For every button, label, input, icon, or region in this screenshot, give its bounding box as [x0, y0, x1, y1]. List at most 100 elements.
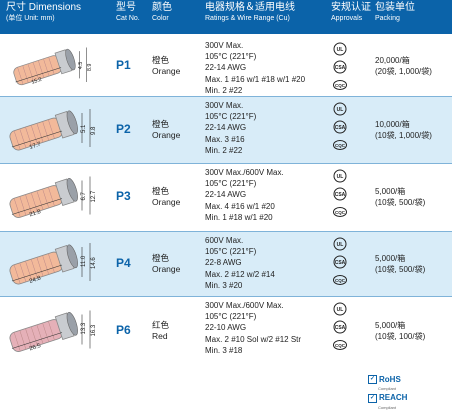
svg-text:UL: UL	[337, 242, 344, 248]
ratings-line: 300V Max.	[205, 101, 244, 110]
color-cn: 橙色	[152, 186, 170, 196]
ratings-line: Min. 1 #18 w/1 #20	[205, 212, 273, 222]
ratings-line: Max. 1 #16 w/1 #18 w/1 #20	[205, 74, 306, 84]
ratings-line: 300V Max.	[205, 41, 244, 50]
row-divider	[0, 231, 452, 232]
color-en: Orange	[152, 263, 181, 274]
dim-length: 24.8	[29, 275, 43, 285]
csa-mark-icon: CSA	[333, 60, 347, 74]
cqc-mark-icon: CQC	[333, 340, 347, 350]
svg-text:CSA: CSA	[335, 65, 346, 71]
cqc-mark-icon: CQC	[333, 140, 347, 150]
color-en: Orange	[152, 197, 181, 207]
dim-outer: 8.9	[87, 64, 93, 72]
ratings-line: 300V Max./600V Max.	[205, 301, 284, 310]
packing-line: (10袋, 1,000/袋)	[375, 130, 432, 140]
dim-outer: 14.6	[91, 257, 97, 269]
color-cn: 红色	[152, 320, 170, 330]
ratings-line: 22-8 AWG	[205, 258, 242, 268]
approvals-cell: UL CSA CQC	[333, 42, 349, 96]
ul-mark-icon: UL	[333, 102, 347, 116]
svg-text:UL: UL	[337, 47, 344, 53]
dim-inner: 13.3	[81, 322, 87, 334]
ratings-line: 105°C (221°F)	[205, 312, 257, 322]
header-color-en: Color	[152, 15, 169, 22]
ratings-line: Max. 2 #10 Sol w/2 #12 Str	[205, 334, 302, 344]
cat-number: P2	[116, 121, 131, 136]
csa-mark-icon: CSA	[333, 255, 347, 269]
check-icon: ✓	[368, 393, 377, 403]
packing-line: 5,000/箱	[375, 187, 406, 196]
svg-text:CSA: CSA	[335, 125, 346, 131]
ratings-cell: 300V Max./600V Max.105°C (221°F)22-14 AW…	[205, 167, 284, 223]
ratings-line: Min. 2 #22	[205, 85, 243, 95]
packing-line: 10,000/箱	[375, 119, 410, 129]
ul-mark-icon: UL	[333, 237, 347, 251]
ratings-line: 22-14 AWG	[205, 123, 247, 133]
ratings-line: Min. 3 #18	[205, 345, 243, 355]
dim-inner: 11.0	[81, 255, 87, 267]
cat-number: P6	[116, 323, 131, 337]
dim-inner: 5.1	[81, 124, 87, 133]
reach-label: REACH	[379, 393, 408, 403]
header-cat-en: Cat No.	[116, 15, 140, 22]
header-approvals-en: Approvals	[331, 15, 363, 22]
cqc-mark-icon: CQC	[333, 275, 347, 285]
row-divider	[0, 296, 452, 297]
header-packing-en: Packing	[375, 15, 400, 22]
wire-connector-image: 17.7 5.1 9.8	[2, 102, 102, 164]
dim-length: 17.7	[29, 141, 43, 151]
ratings-line: 105°C (221°F)	[205, 247, 257, 257]
packing-line: 5,000/箱	[375, 321, 406, 330]
svg-text:UL: UL	[337, 174, 344, 180]
header-approvals: 安规认证 Approvals	[331, 2, 371, 24]
header-dimensions-cn: 尺寸 Dimensions	[6, 2, 82, 13]
compliance-logos: ✓RoHS Compliant ✓REACH Compliant	[368, 375, 452, 412]
dim-outer: 16.3	[91, 324, 97, 336]
approvals-cell: UL CSA CQC	[333, 102, 349, 156]
packing-line: (10袋, 500/袋)	[375, 198, 426, 207]
color-en: Orange	[152, 66, 181, 76]
color-cn: 橙色	[152, 252, 170, 263]
csa-mark-icon: CSA	[333, 187, 347, 201]
svg-text:CQC: CQC	[335, 143, 346, 148]
dim-outer: 12.7	[91, 190, 97, 202]
reach-logo: ✓REACH Compliant	[368, 393, 407, 411]
svg-text:CQC: CQC	[335, 83, 346, 88]
ul-mark-icon: UL	[333, 169, 347, 183]
packing-line: 5,000/箱	[375, 253, 406, 263]
header-cat: 型号 Cat No.	[116, 2, 140, 24]
header-ratings: 电器规格＆适用电线 Ratings & Wire Range (Cu)	[205, 2, 295, 24]
svg-text:UL: UL	[337, 107, 344, 113]
packing-line: (10袋, 500/袋)	[375, 264, 426, 274]
rohs-sub: Compliant	[378, 386, 397, 392]
table-header: 尺寸 Dimensions (单位 Unit: mm) 型号 Cat No. 颜…	[0, 0, 452, 34]
approvals-cell: UL CSA CQC	[333, 237, 349, 291]
cqc-mark-icon: CQC	[333, 207, 347, 217]
dim-inner: 4.5	[78, 62, 84, 70]
ratings-line: Max. 4 #16 w/1 #20	[205, 201, 275, 211]
row-divider	[0, 96, 452, 97]
dim-length: 15.2	[31, 77, 43, 86]
packing-line: (20袋, 1,000/袋)	[375, 67, 432, 76]
dim-inner: 6.7	[81, 191, 87, 200]
header-dimensions-en: (单位 Unit: mm)	[6, 15, 55, 22]
wire-connector-image: 24.8 11.0 14.6	[2, 237, 102, 297]
csa-mark-icon: CSA	[333, 120, 347, 134]
color-en: Red	[152, 331, 168, 341]
svg-text:CQC: CQC	[335, 343, 346, 348]
ratings-line: Min. 3 #20	[205, 280, 243, 290]
header-cat-cn: 型号	[116, 2, 136, 13]
header-packing-cn: 包装单位	[375, 2, 415, 13]
ratings-line: 105°C (221°F)	[205, 179, 257, 189]
dim-outer: 9.8	[91, 126, 97, 135]
